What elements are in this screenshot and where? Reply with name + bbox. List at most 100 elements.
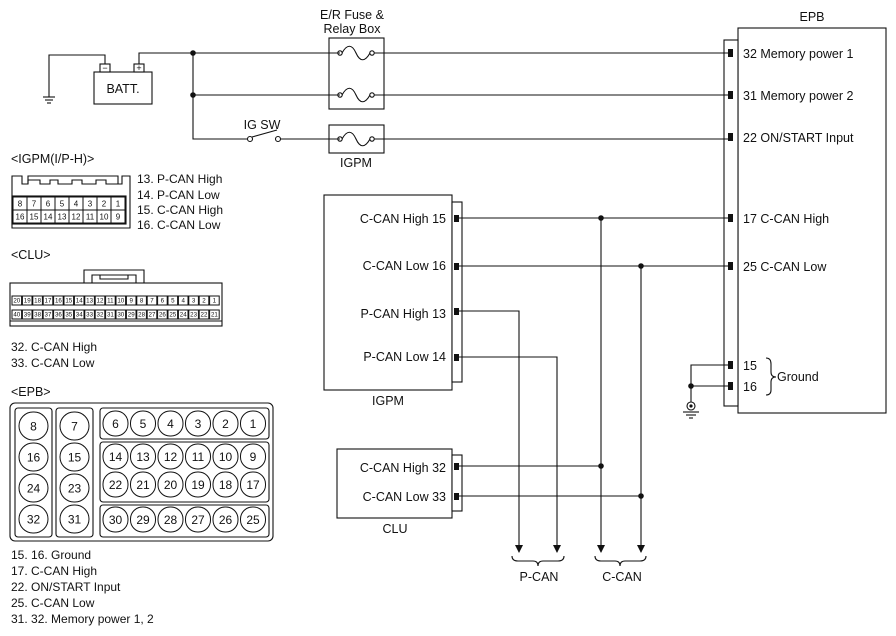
- connector-pin-label: 15: [65, 298, 72, 305]
- connector-pin-label: 39: [24, 312, 31, 319]
- connector-pin: 7: [146, 295, 158, 306]
- epb-pin-label: 22 ON/START Input: [743, 131, 854, 145]
- epb-module-label: EPB: [799, 10, 824, 24]
- epb-connector-section: [14, 407, 53, 538]
- clu-module-label: CLU: [382, 522, 407, 536]
- junction-dot: [598, 215, 604, 221]
- connector-pin-label: 4: [74, 199, 79, 208]
- connector-pin: 3: [185, 410, 211, 437]
- connector-pin-label: 30: [117, 312, 124, 319]
- connector-pin: 4: [157, 410, 184, 437]
- epb-pin-label: 17 C-CAN High: [743, 212, 829, 226]
- connector-pin: 12: [94, 295, 106, 306]
- connector-pin-label: 16: [27, 450, 41, 464]
- epb-legend-item: 25. C-CAN Low: [11, 596, 95, 610]
- connector-pin-label: 19: [24, 298, 31, 305]
- connector-pin-label: 38: [34, 312, 41, 319]
- connector-pin-label: 12: [97, 298, 104, 305]
- connector-pin-label: 15: [68, 450, 82, 464]
- battery-label: BATT.: [106, 82, 139, 96]
- fuse-relay-box: [328, 37, 385, 110]
- connector-pin: 20: [11, 295, 23, 306]
- connector-pin: 8: [12, 196, 28, 211]
- connector-pin-label: 1: [116, 199, 121, 208]
- igpm-pin-terminal: [454, 215, 459, 222]
- connector-pin: 37: [42, 309, 54, 320]
- connector-pin: 33: [84, 309, 95, 320]
- connector-pin: 18: [212, 471, 239, 498]
- ground-wire: [690, 364, 728, 402]
- connector-pin-label: 25: [169, 312, 176, 319]
- connector-pin: 12: [68, 209, 84, 224]
- igpm-module-box: [323, 194, 453, 391]
- connector-pin: 4: [68, 196, 84, 211]
- connector-pin: 14: [40, 209, 56, 224]
- epb-pin-32-terminal: [728, 49, 733, 57]
- connector-pin: 23: [188, 309, 199, 320]
- connector-pin: 1: [240, 410, 266, 437]
- connector-pin: 28: [136, 309, 147, 320]
- clu-pin-label: C-CAN High 32: [360, 461, 446, 475]
- connector-pin: 17: [240, 471, 266, 498]
- connector-pin-label: 5: [171, 298, 175, 305]
- connector-pin: 28: [157, 506, 184, 533]
- epb-pin-label: 32 Memory power 1: [743, 47, 854, 61]
- connector-pin: 6: [102, 410, 129, 437]
- epb-pin-label: 16: [743, 380, 757, 394]
- connector-pin: 11: [185, 443, 211, 470]
- connector-pin-label: 5: [140, 417, 147, 431]
- junction-dot: [638, 263, 644, 269]
- connector-pin-label: 17: [45, 298, 52, 305]
- epb-pin-15-terminal: [728, 361, 733, 369]
- connector-pin-label: 14: [44, 212, 53, 221]
- connector-pin: 25: [240, 506, 266, 533]
- connector-pin-label: 26: [159, 312, 166, 319]
- connector-pin: 11: [105, 295, 116, 306]
- fuse-box-label: E/R Fuse &: [320, 8, 385, 22]
- connector-pin-label: 12: [164, 450, 178, 464]
- connector-pin-label: 19: [191, 478, 205, 492]
- connector-pin-label: 9: [116, 212, 121, 221]
- connector-pin-label: 36: [55, 312, 62, 319]
- clu-connector: [451, 454, 463, 512]
- connector-pin-label: 29: [136, 513, 150, 527]
- p-can-high-wire: [459, 310, 520, 552]
- battery-pos-sign: +: [136, 63, 141, 73]
- connector-pin: 15: [59, 442, 90, 472]
- connector-pin-label: 4: [181, 298, 185, 305]
- epb-pin-31-terminal: [728, 91, 733, 99]
- connector-pin: 1: [110, 196, 126, 211]
- connector-pin-label: 11: [192, 450, 205, 464]
- connector-pin-label: 24: [180, 312, 187, 319]
- connector-pin: 38: [32, 309, 43, 320]
- connector-pin: 2: [212, 410, 239, 437]
- igpm-connector: [451, 201, 463, 383]
- connector-pin: 2: [198, 295, 210, 306]
- connector-pin-label: 29: [128, 312, 135, 319]
- connector-pin: 9: [110, 209, 126, 224]
- connector-pin-label: 4: [167, 417, 174, 431]
- connector-pin: 23: [59, 473, 90, 503]
- connector-pin-label: 9: [129, 298, 133, 305]
- connector-pin: 7: [59, 411, 90, 441]
- clu-module-box: [336, 448, 453, 519]
- connector-pin: 29: [125, 309, 137, 320]
- connector-pin-label: 13: [58, 212, 67, 221]
- arrow-down-icon: [637, 545, 645, 553]
- clu-legend-item: 32. C-CAN High: [11, 340, 97, 354]
- epb-connector: [723, 39, 739, 407]
- ground-symbol-icon: [683, 401, 699, 419]
- igpm-legend-item: 13. P-CAN High: [137, 172, 222, 186]
- battery-ground-wire: [48, 54, 106, 97]
- igpm-legend-item: 16. C-CAN Low: [137, 218, 221, 232]
- epb-pin-17-terminal: [728, 214, 733, 222]
- arrow-down-icon: [597, 545, 605, 553]
- connector-pin: 16: [18, 442, 49, 472]
- connector-pin-label: 12: [72, 212, 81, 221]
- connector-pin: 27: [185, 506, 211, 533]
- connector-pin-label: 31: [68, 512, 82, 526]
- connector-pin-label: 23: [68, 481, 82, 495]
- connector-pin-label: 2: [102, 199, 107, 208]
